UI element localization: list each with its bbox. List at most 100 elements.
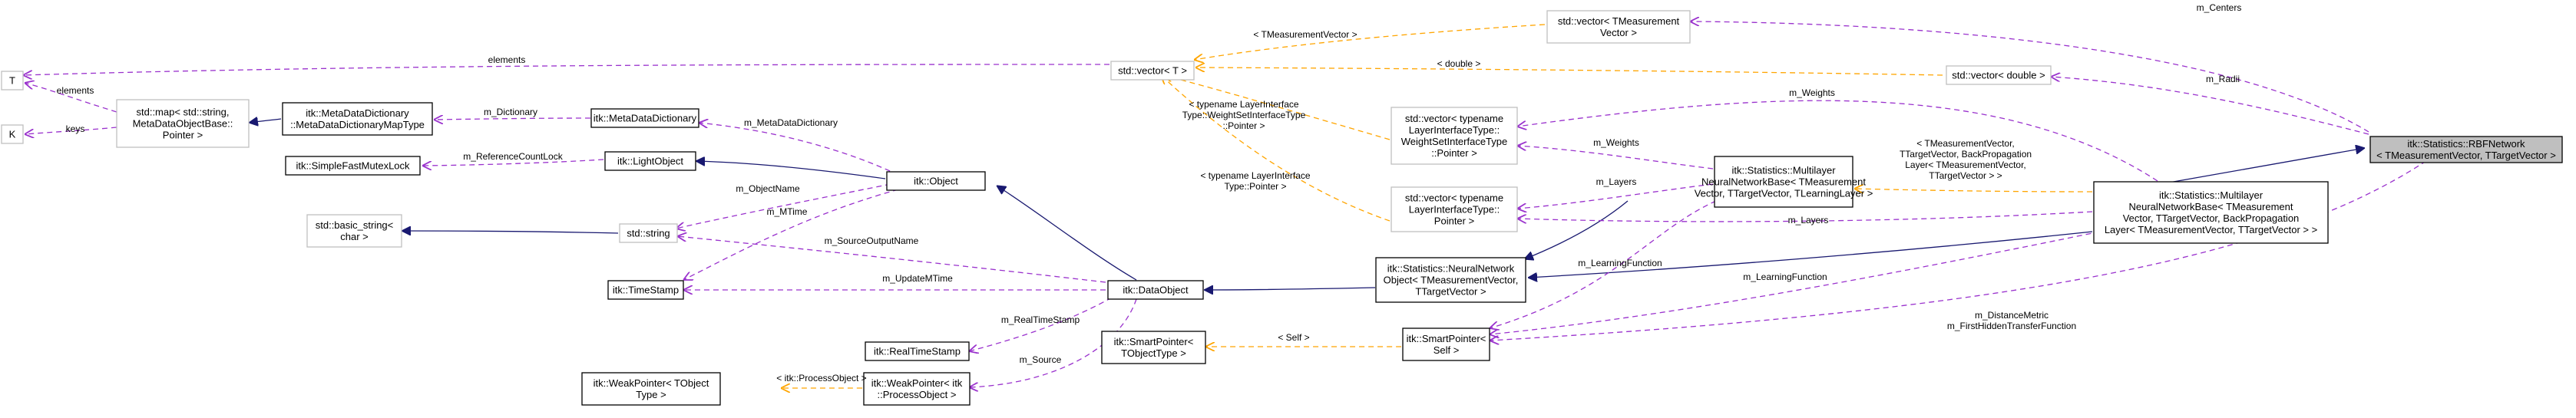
edge-label-line: m_Centers bbox=[2197, 2, 2242, 13]
edge-labels: m_Centers m_Radii m_Weights < TMeasurementV… bbox=[57, 2, 2242, 383]
edge-layers-mid bbox=[1517, 183, 1714, 209]
edge-reflock bbox=[422, 159, 604, 166]
node-label-line: LayerInterfaceType:: bbox=[1409, 204, 1500, 216]
node-lightobj[interactable]: itk::LightObject bbox=[604, 151, 696, 171]
edge-label-radii: m_Radii bbox=[2206, 74, 2240, 84]
node-metadict[interactable]: itk::MetaDataDictionary bbox=[590, 108, 699, 128]
node-label-line: std::vector< TMeasurement bbox=[1558, 15, 1680, 27]
node-label-line: std::vector< T > bbox=[1118, 65, 1187, 77]
edge-label-objname: m_ObjectName bbox=[736, 183, 800, 194]
node-box bbox=[1402, 327, 1490, 361]
edges bbox=[23, 21, 2435, 388]
node-wpPO[interactable]: itk::WeakPointer< itk::ProcessObject > bbox=[863, 372, 971, 406]
node-label-line: itk::SmartPointer< bbox=[1114, 336, 1194, 347]
edge-label-ipo: < itk::ProcessObject > bbox=[776, 373, 866, 383]
edge-label-keys: keys bbox=[66, 123, 85, 134]
edge-label-source: m_Source bbox=[1020, 354, 1062, 365]
node-label-line: itk::WeakPointer< itk bbox=[871, 377, 963, 389]
edge-string-to-basicstr bbox=[402, 231, 619, 233]
node-spself[interactable]: itk::SmartPointer<Self > bbox=[1402, 327, 1490, 361]
edge-label-srcout: m_SourceOutputName bbox=[825, 235, 919, 246]
node-box bbox=[1391, 107, 1518, 165]
edge-mlnet-to-rbf bbox=[2168, 148, 2365, 183]
edge-label-rts: m_RealTimeStamp bbox=[1001, 314, 1080, 325]
edge-double bbox=[1195, 67, 1943, 76]
node-box bbox=[1714, 156, 1853, 208]
node-label-line: Type > bbox=[636, 389, 666, 400]
node-box bbox=[1101, 331, 1206, 364]
node-label-line: std::map< std::string, bbox=[136, 107, 229, 118]
node-wpT[interactable]: itk::WeakPointer< TObjectType > bbox=[581, 372, 721, 406]
node-vecTM: std::vector< TMeasurementVector > bbox=[1546, 10, 1691, 44]
edge-label-line: TTargetVector, BackPropagation bbox=[1900, 149, 2032, 160]
edge-label-line: m_Source bbox=[1020, 354, 1062, 365]
node-label-line: std::string bbox=[627, 228, 670, 239]
edge-label-line: m_MTime bbox=[767, 206, 808, 217]
node-vecW: std::vector< typenameLayerInterfaceType:… bbox=[1391, 107, 1518, 165]
edge-label-line: m_Radii bbox=[2206, 74, 2240, 84]
edge-label-line: m_RealTimeStamp bbox=[1001, 314, 1080, 325]
edge-label-dictionary: m_Dictionary bbox=[484, 107, 537, 117]
node-mutex[interactable]: itk::SimpleFastMutexLock bbox=[285, 156, 421, 176]
edge-label-wsi: < typename LayerInterfaceType::WeightSet… bbox=[1182, 99, 1306, 131]
node-mlbase[interactable]: itk::Statistics::MultilayerNeuralNetwork… bbox=[1695, 156, 1873, 208]
node-sp[interactable]: itk::SmartPointer<TObjectType > bbox=[1101, 331, 1206, 364]
node-rbf[interactable]: itk::Statistics::RBFNetwork< TMeasuremen… bbox=[2369, 136, 2563, 163]
edge-label-tmv: < TMeasurementVector > bbox=[1253, 29, 1357, 40]
node-label-line: NeuralNetworkBase< TMeasurement bbox=[2129, 201, 2293, 212]
edge-label-line: m_Dictionary bbox=[484, 107, 537, 117]
edge-label-lip: < typename LayerInterfaceType::Pointer > bbox=[1200, 170, 1310, 192]
edge-label-bp: < TMeasurementVector,TTargetVector, Back… bbox=[1900, 138, 2032, 181]
node-box bbox=[1391, 186, 1518, 232]
edge-label-line: elements bbox=[488, 54, 526, 65]
edge-label-line: ::Pointer > bbox=[1222, 120, 1265, 131]
node-box bbox=[865, 341, 970, 361]
edge-label-dm: m_DistanceMetricm_FirstHiddenTransferFun… bbox=[1947, 310, 2076, 331]
edge-dm bbox=[1490, 155, 2435, 341]
node-mlnet[interactable]: itk::Statistics::MultilayerNeuralNetwork… bbox=[2093, 181, 2329, 244]
edge-label-line: < TMeasurementVector, bbox=[1916, 138, 2015, 149]
node-box bbox=[1546, 10, 1691, 44]
node-label-line: ::Pointer > bbox=[1431, 147, 1477, 159]
edge-source bbox=[969, 298, 1137, 387]
node-box bbox=[285, 156, 421, 176]
node-label-line: ::MetaDataDictionaryMapType bbox=[290, 119, 425, 130]
node-string: std::string bbox=[619, 223, 678, 243]
edge-object-to-lightobj bbox=[696, 161, 886, 179]
edge-label-line: m_DistanceMetric bbox=[1975, 310, 2049, 321]
node-label-line: std::vector< double > bbox=[1952, 70, 2045, 81]
edge-lip bbox=[1161, 75, 1391, 222]
edge-label-line: m_Weights bbox=[1789, 87, 1835, 98]
node-metamap[interactable]: itk::MetaDataDictionary::MetaDataDiction… bbox=[282, 102, 433, 136]
node-dataobj[interactable]: itk::DataObject bbox=[1107, 280, 1204, 300]
node-T: T bbox=[1, 71, 24, 91]
edge-label-double: < double > bbox=[1437, 58, 1481, 69]
node-label-line: std::vector< typename bbox=[1405, 113, 1503, 124]
node-label-line: itk::SimpleFastMutexLock bbox=[296, 160, 410, 172]
edge-weights-mid bbox=[1517, 146, 1714, 170]
edge-label-line: TTargetVector > > bbox=[1929, 170, 2002, 181]
node-box bbox=[619, 223, 678, 243]
edge-label-line: m_LearningFunction bbox=[1743, 272, 1827, 282]
node-vecD: std::vector< double > bbox=[1946, 65, 2052, 85]
edge-label-lf-mid: m_LearningFunction bbox=[1578, 258, 1662, 268]
edge-label-updmtime: m_UpdateMTime bbox=[882, 273, 953, 284]
node-label-line: itk::MetaDataDictionary bbox=[306, 107, 409, 119]
node-box bbox=[306, 214, 402, 248]
edge-label-layers-right: m_Layers bbox=[1788, 215, 1829, 225]
node-label-line: Pointer > bbox=[163, 130, 203, 141]
edge-metamap-to-stdmap bbox=[249, 119, 282, 123]
node-label-line: itk::Statistics::NeuralNetwork bbox=[1387, 263, 1515, 275]
edge-lf-mid bbox=[1490, 200, 1717, 328]
edge-label-line: < typename LayerInterface bbox=[1200, 170, 1310, 181]
edge-keys bbox=[25, 127, 117, 134]
node-rts[interactable]: itk::RealTimeStamp bbox=[865, 341, 970, 361]
node-label-line: itk::DataObject bbox=[1123, 285, 1189, 296]
node-object[interactable]: itk::Object bbox=[886, 171, 986, 191]
node-label-line: ::ProcessObject > bbox=[878, 389, 957, 400]
edge-layers-right bbox=[1517, 211, 2093, 222]
node-timestamp[interactable]: itk::TimeStamp bbox=[607, 280, 684, 300]
edge-label-elements-top: elements bbox=[488, 54, 526, 65]
